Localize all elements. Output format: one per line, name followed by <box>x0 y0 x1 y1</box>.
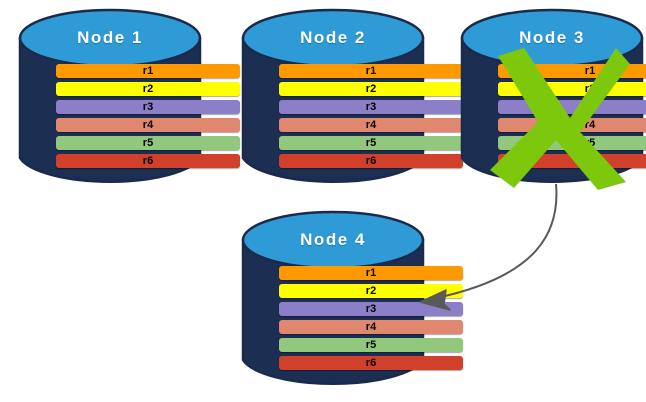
node-4-rows: r1 r2 r3 r4 r5 r6 <box>241 266 501 370</box>
row-band-r3[interactable]: r3 <box>498 100 646 114</box>
row-band-r2[interactable]: r2 <box>56 82 240 96</box>
row-label-r1: r1 <box>584 65 596 77</box>
row-label-r6: r6 <box>142 155 154 167</box>
row-label-r5: r5 <box>584 137 596 149</box>
row-band-r1[interactable]: r1 <box>498 64 646 78</box>
row-label-r4: r4 <box>365 321 377 333</box>
row-band-r5[interactable]: r5 <box>498 136 646 150</box>
row-label-r3: r3 <box>365 303 377 315</box>
node-2-rows: r1 r2 r3 r4 r5 r6 <box>241 64 501 168</box>
node-3-rows: r1 r2 r3 r4 r5 r6 <box>460 64 646 168</box>
node-1[interactable]: Node 1 r1 r2 r3 r4 r5 r6 <box>18 8 240 188</box>
row-band-r6[interactable]: r6 <box>279 356 463 370</box>
row-band-r4[interactable]: r4 <box>279 320 463 334</box>
node-1-rows: r1 r2 r3 r4 r5 r6 <box>18 64 278 168</box>
row-label-r2: r2 <box>365 83 377 95</box>
row-label-r1: r1 <box>365 65 377 77</box>
row-label-r4: r4 <box>142 119 154 131</box>
row-band-r6[interactable]: r6 <box>279 154 463 168</box>
row-band-r5[interactable]: r5 <box>56 136 240 150</box>
row-label-r2: r2 <box>584 83 596 95</box>
row-band-r6[interactable]: r6 <box>498 154 646 168</box>
row-band-r2[interactable]: r2 <box>279 82 463 96</box>
row-band-r3[interactable]: r3 <box>279 100 463 114</box>
row-band-r1[interactable]: r1 <box>56 64 240 78</box>
row-band-r3[interactable]: r3 <box>279 302 463 316</box>
row-label-r5: r5 <box>365 137 377 149</box>
row-label-r3: r3 <box>142 101 154 113</box>
row-label-r4: r4 <box>365 119 377 131</box>
row-label-r1: r1 <box>365 267 377 279</box>
row-label-r2: r2 <box>142 83 154 95</box>
row-band-r1[interactable]: r1 <box>279 64 463 78</box>
row-band-r3[interactable]: r3 <box>56 100 240 114</box>
row-label-r1: r1 <box>142 65 154 77</box>
row-band-r5[interactable]: r5 <box>279 338 463 352</box>
row-label-r4: r4 <box>584 119 596 131</box>
row-label-r6: r6 <box>365 155 377 167</box>
row-label-r3: r3 <box>365 101 377 113</box>
node-2[interactable]: Node 2 r1 r2 r3 r4 r5 r6 <box>241 8 463 188</box>
row-band-r1[interactable]: r1 <box>279 266 463 280</box>
row-label-r2: r2 <box>365 285 377 297</box>
row-band-r4[interactable]: r4 <box>498 118 646 132</box>
node-3[interactable]: Node 3 r1 r2 r3 r4 r5 r6 <box>460 8 646 188</box>
row-band-r4[interactable]: r4 <box>279 118 463 132</box>
row-label-r3: r3 <box>584 101 596 113</box>
row-band-r5[interactable]: r5 <box>279 136 463 150</box>
row-band-r2[interactable]: r2 <box>279 284 463 298</box>
row-band-r6[interactable]: r6 <box>56 154 240 168</box>
row-label-r6: r6 <box>365 357 377 369</box>
row-band-r2[interactable]: r2 <box>498 82 646 96</box>
row-label-r5: r5 <box>365 339 377 351</box>
row-label-r6: r6 <box>584 155 596 167</box>
row-band-r4[interactable]: r4 <box>56 118 240 132</box>
node-4[interactable]: Node 4 r1 r2 r3 r4 r5 r6 <box>241 210 463 390</box>
row-label-r5: r5 <box>142 137 154 149</box>
